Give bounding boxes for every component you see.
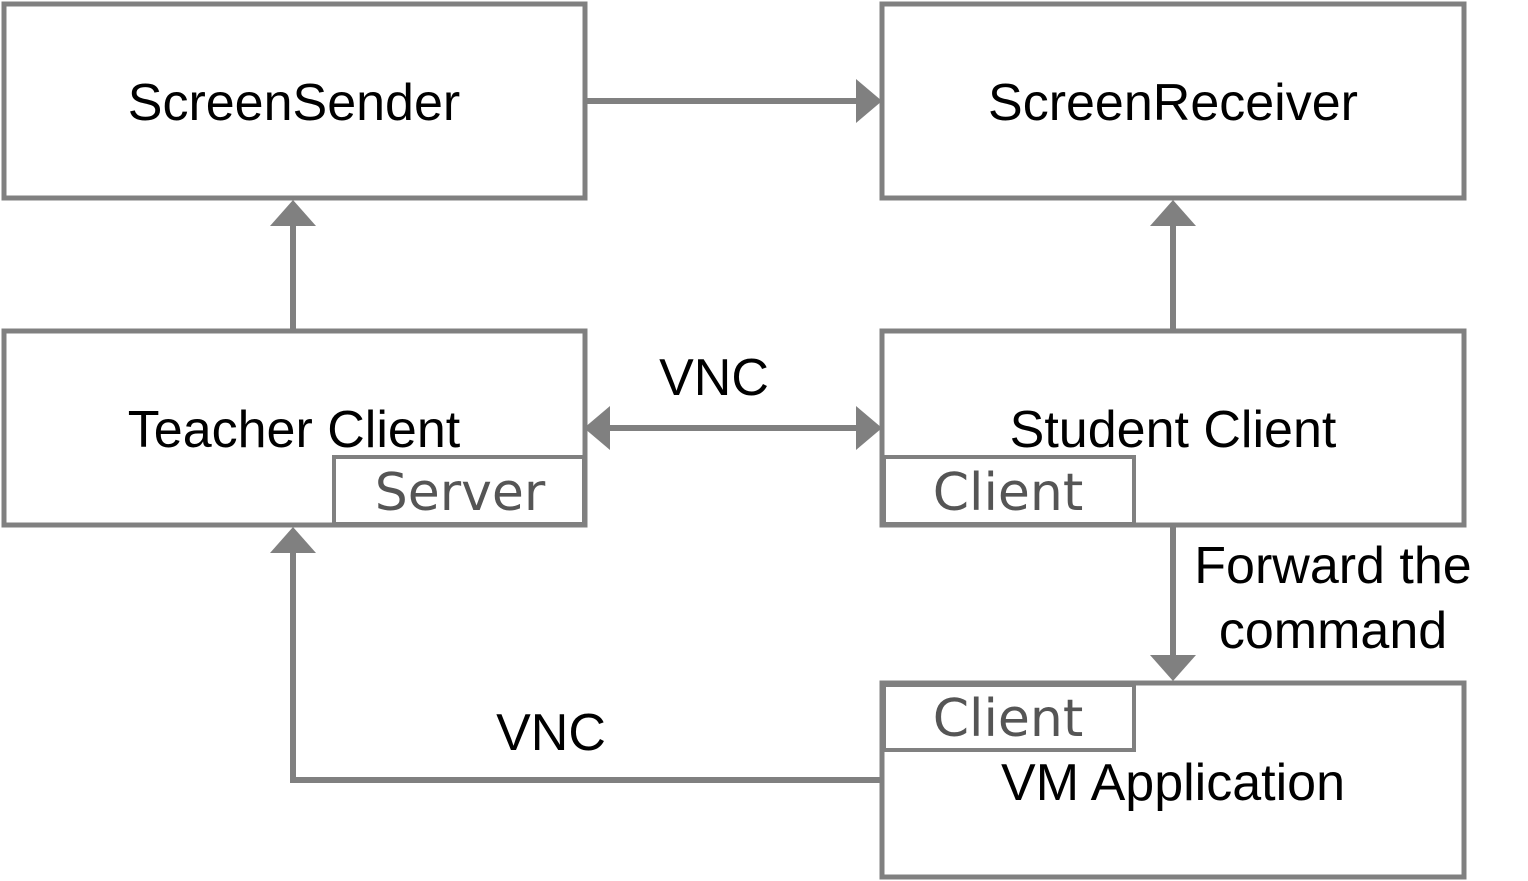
edge-label-forward-line2: command <box>1219 602 1447 660</box>
edge-student-to-receiver <box>1150 200 1196 330</box>
arrowhead-icon <box>270 200 316 226</box>
edge-label-forward-line1: Forward the <box>1194 537 1471 595</box>
arrowhead-icon <box>1150 655 1196 681</box>
node-label: Teacher Client <box>128 401 461 459</box>
role-label: Client <box>933 463 1084 523</box>
node-screen-sender: ScreenSender <box>1 1 588 201</box>
arrowhead-icon <box>1150 200 1196 226</box>
node-label: ScreenReceiver <box>988 74 1358 132</box>
node-label: ScreenSender <box>128 74 460 132</box>
arrowhead-icon <box>270 527 316 553</box>
edge-teacher-to-sender <box>270 200 316 330</box>
node-label: Student Client <box>1010 401 1337 459</box>
role-badge-client: Client <box>882 683 1136 752</box>
edge-label-vnc-bottom: VNC <box>496 704 606 762</box>
arrowhead-icon <box>856 79 882 123</box>
edge-teacher-student-vnc: VNC <box>584 349 882 450</box>
role-badge-client: Client <box>882 455 1136 526</box>
edge-vm-to-teacher-vnc: VNC <box>270 527 882 783</box>
role-label: Server <box>375 463 546 523</box>
edge-label-vnc-top: VNC <box>659 349 769 407</box>
node-teacher-client: Teacher Client Server <box>1 328 588 528</box>
node-label: VM Application <box>1001 754 1345 812</box>
edge-sender-to-receiver <box>586 79 882 123</box>
edge-student-to-vm: Forward the command <box>1150 526 1472 681</box>
arrowhead-icon <box>856 406 882 450</box>
node-vm-application: Client VM Application <box>879 680 1467 880</box>
role-label: Client <box>933 689 1084 749</box>
node-screen-receiver: ScreenReceiver <box>879 1 1467 201</box>
node-student-client: Student Client Client <box>879 328 1467 528</box>
arrowhead-icon <box>584 406 610 450</box>
role-badge-server: Server <box>332 455 586 526</box>
